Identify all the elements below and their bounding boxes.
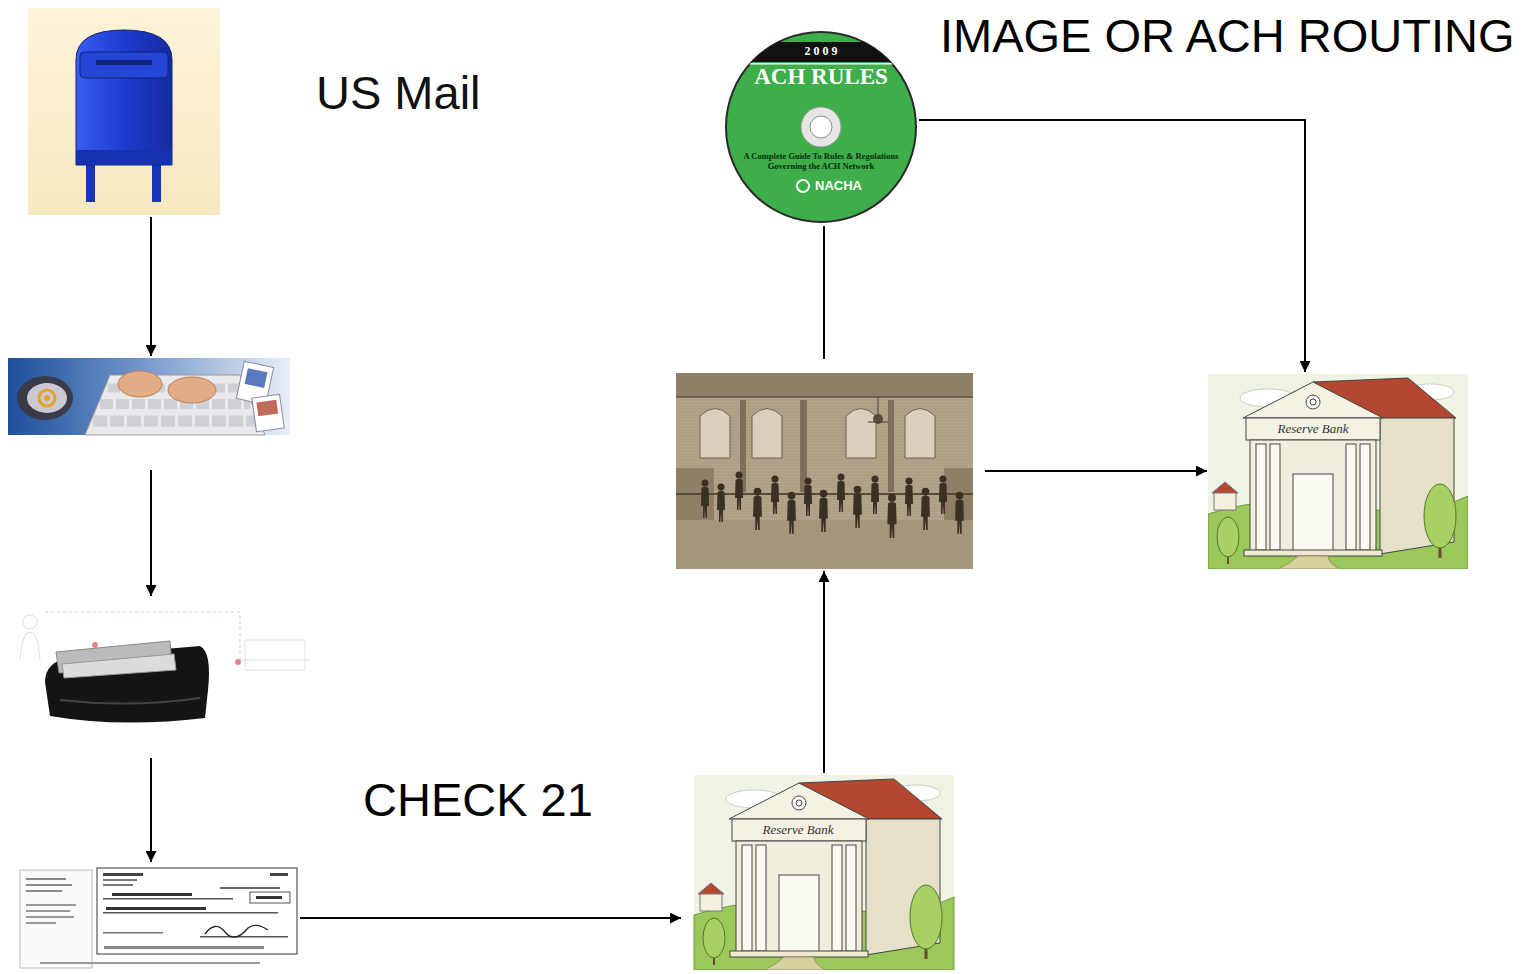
flow-arrow [823, 571, 825, 773]
check-illustration [20, 865, 300, 970]
check-scanner-illustration [8, 600, 322, 725]
check-picture [20, 865, 300, 970]
ach-rules-disc-art [724, 32, 920, 222]
mailbox-picture: US Mail [28, 8, 220, 215]
flow-arrow [150, 217, 152, 356]
email-keyboard-illustration [8, 358, 290, 435]
node-heading: US Mail [316, 69, 481, 116]
disc-title: ACH RULES [725, 64, 917, 90]
ach-rules-disc: 2 0 0 9 ACH RULES A Complete Guide To Rule… [725, 32, 917, 224]
disc-year: 2 0 0 9 [725, 43, 917, 60]
bank-sign-text: Reserve Bank [1246, 418, 1380, 440]
edge-label: CHECK 21 [363, 772, 593, 827]
disc-subtitle: A Complete Guide To Rules & Regulations … [743, 151, 899, 171]
email-keyboard-picture [8, 358, 290, 435]
flow-arrow [300, 917, 681, 919]
flow-arrow [150, 470, 152, 596]
reserve-bank-illustration [694, 775, 954, 970]
reserve-bank-picture: Reserve Bank [1208, 374, 1468, 569]
mailbox-illustration [28, 8, 220, 215]
edge-label: IMAGE OR ACH ROUTING [940, 8, 1515, 63]
clearing-house-picture [676, 373, 973, 569]
clearing-house-engraving [676, 373, 973, 569]
check-scanner-picture [8, 600, 322, 725]
bank-sign-text: Reserve Bank [731, 819, 865, 841]
flow-arrow [150, 758, 152, 862]
flow-arrow [823, 226, 825, 359]
flow-arrow [919, 120, 1305, 372]
disc-publisher: NACHA [815, 178, 862, 194]
flow-arrow [985, 470, 1207, 472]
reserve-bank-picture: Reserve Bank [693, 775, 955, 970]
reserve-bank-illustration [1208, 374, 1468, 569]
